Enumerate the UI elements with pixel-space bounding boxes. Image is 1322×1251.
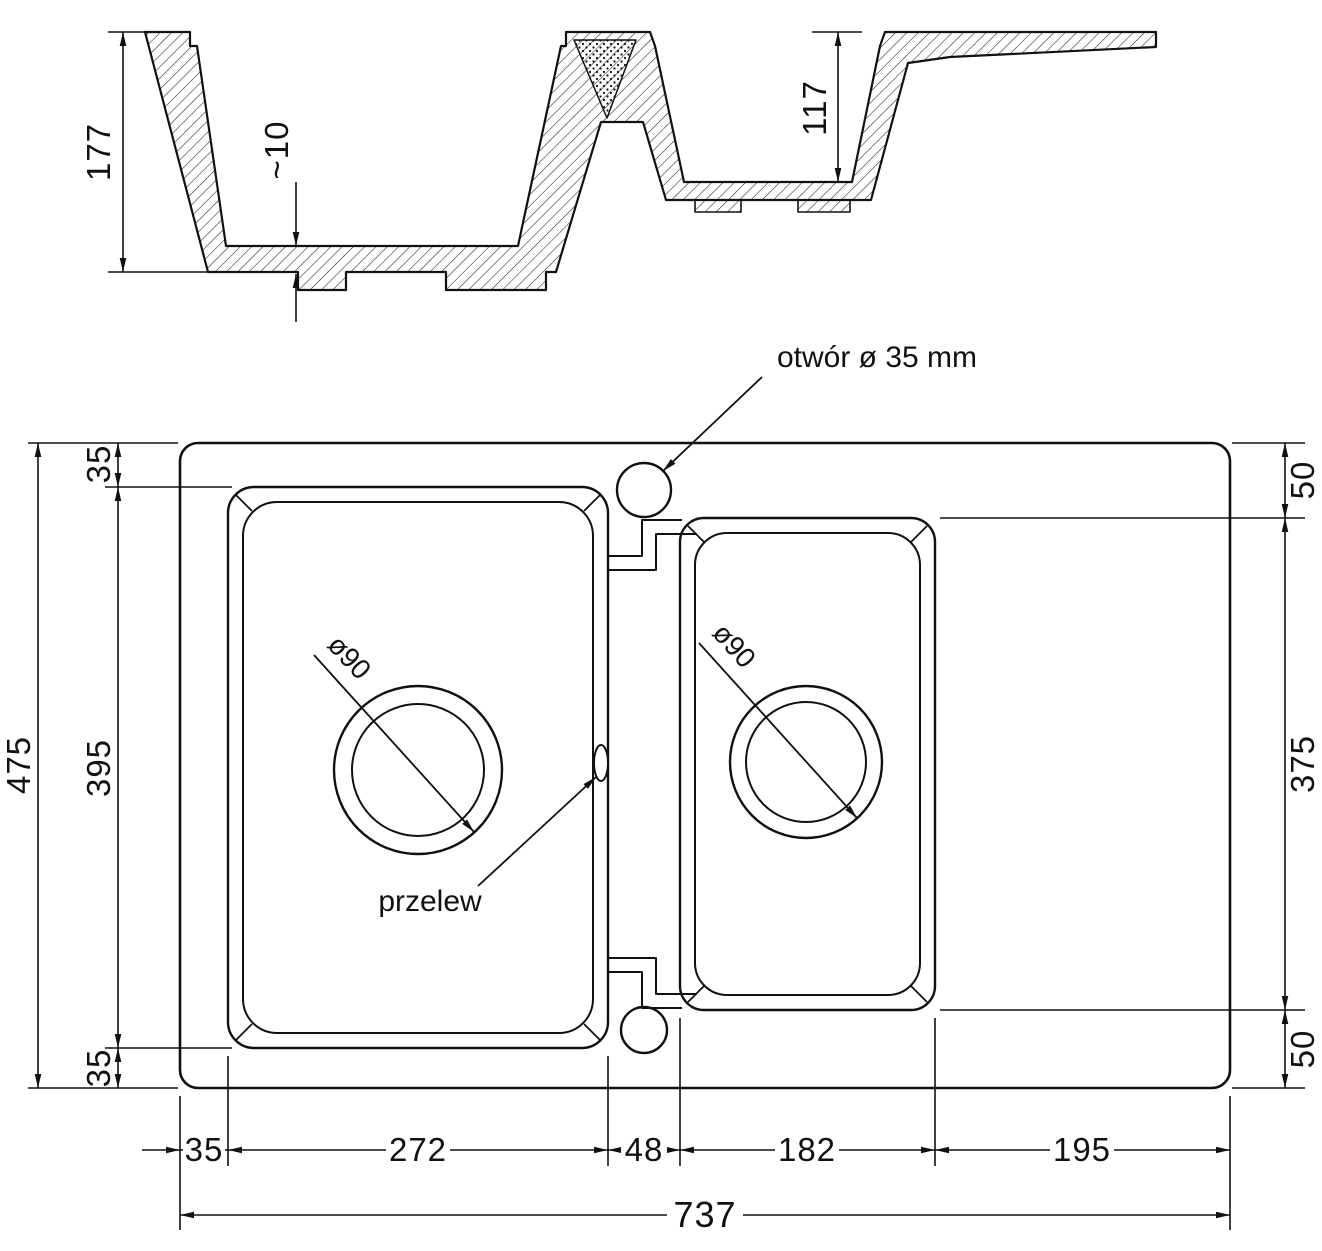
plan-view	[178, 441, 1232, 1090]
corner-tick	[235, 1023, 253, 1041]
small-bowl-pad-right	[797, 199, 851, 213]
left-drain-outer	[332, 684, 504, 856]
corner-tick	[910, 525, 928, 543]
corner-tick	[583, 494, 601, 512]
leader-lines	[313, 376, 858, 887]
dim-text-backers	[183, 1136, 1114, 1231]
dim-bottom-left-margin: 35	[185, 1131, 224, 1168]
tap-hole-label: otwór ø 35 mm	[777, 341, 977, 374]
overflow-label: przelew	[378, 885, 482, 918]
corner-tick	[583, 1023, 601, 1041]
section-dimensions	[108, 31, 862, 322]
dim-total-width: 737	[673, 1194, 736, 1235]
leader-tap-hole	[662, 376, 763, 472]
leader-overflow	[477, 776, 597, 887]
bottom-mount-hole	[619, 1005, 669, 1055]
text-backer	[621, 1136, 667, 1164]
dim-divider-width: 48	[625, 1131, 664, 1168]
dim-bottom-thickness: ~10	[258, 121, 295, 180]
right-drain-label: ø90	[707, 617, 762, 674]
divider-step-bottom-inner	[608, 957, 697, 995]
text-backer	[667, 1199, 743, 1231]
dim-left-bottom-margin: 35	[80, 1049, 117, 1088]
left-bowl-rim	[226, 485, 610, 1050]
dim-depth-total: 177	[80, 123, 117, 181]
dim-left-bowl-height: 395	[80, 739, 117, 797]
dim-small-bowl-depth: 117	[796, 80, 833, 136]
dim-left-bowl-width: 272	[389, 1131, 447, 1168]
overflow-channel-section	[573, 39, 637, 119]
leader-left-drain	[313, 654, 475, 833]
leader-right-drain	[698, 642, 858, 819]
divider-step-top-inner	[608, 533, 697, 571]
left-drain-inner	[351, 703, 485, 837]
annotations: 177 ~10 117 otwór ø 35 mm przelew ø90 ø9…	[0, 80, 1321, 1235]
plan-dimensions	[28, 442, 1305, 1230]
divider-step-bottom-outer	[608, 971, 682, 1009]
sink-section-body	[143, 30, 1158, 292]
text-backer	[386, 1136, 450, 1164]
sink-outline	[178, 441, 1232, 1090]
overflow-slot	[593, 744, 609, 782]
dim-right-bottom-margin: 50	[1284, 1030, 1321, 1069]
tap-hole	[615, 461, 673, 519]
dim-right-bowl-height: 375	[1284, 735, 1321, 793]
text-backer	[183, 1136, 225, 1164]
text-backer	[1050, 1136, 1114, 1164]
text-backer	[775, 1136, 839, 1164]
right-drain-outer	[728, 684, 884, 840]
dim-right-bowl-width: 182	[778, 1131, 836, 1168]
right-drain-inner	[745, 701, 867, 823]
corner-tick	[910, 985, 928, 1003]
small-bowl-pad-left	[694, 199, 742, 213]
dim-drainer-width: 195	[1053, 1131, 1111, 1168]
right-bowl-inner	[694, 532, 921, 996]
corner-tick	[235, 494, 253, 512]
left-bowl-inner	[242, 501, 594, 1034]
dim-total-height: 475	[0, 736, 37, 794]
dim-left-top-margin: 35	[80, 445, 117, 484]
right-bowl-rim	[678, 516, 937, 1012]
dim-right-top-margin: 50	[1284, 461, 1321, 500]
divider-step-top-outer	[608, 519, 682, 557]
left-drain-label: ø90	[322, 629, 378, 685]
section-view	[143, 30, 1158, 292]
